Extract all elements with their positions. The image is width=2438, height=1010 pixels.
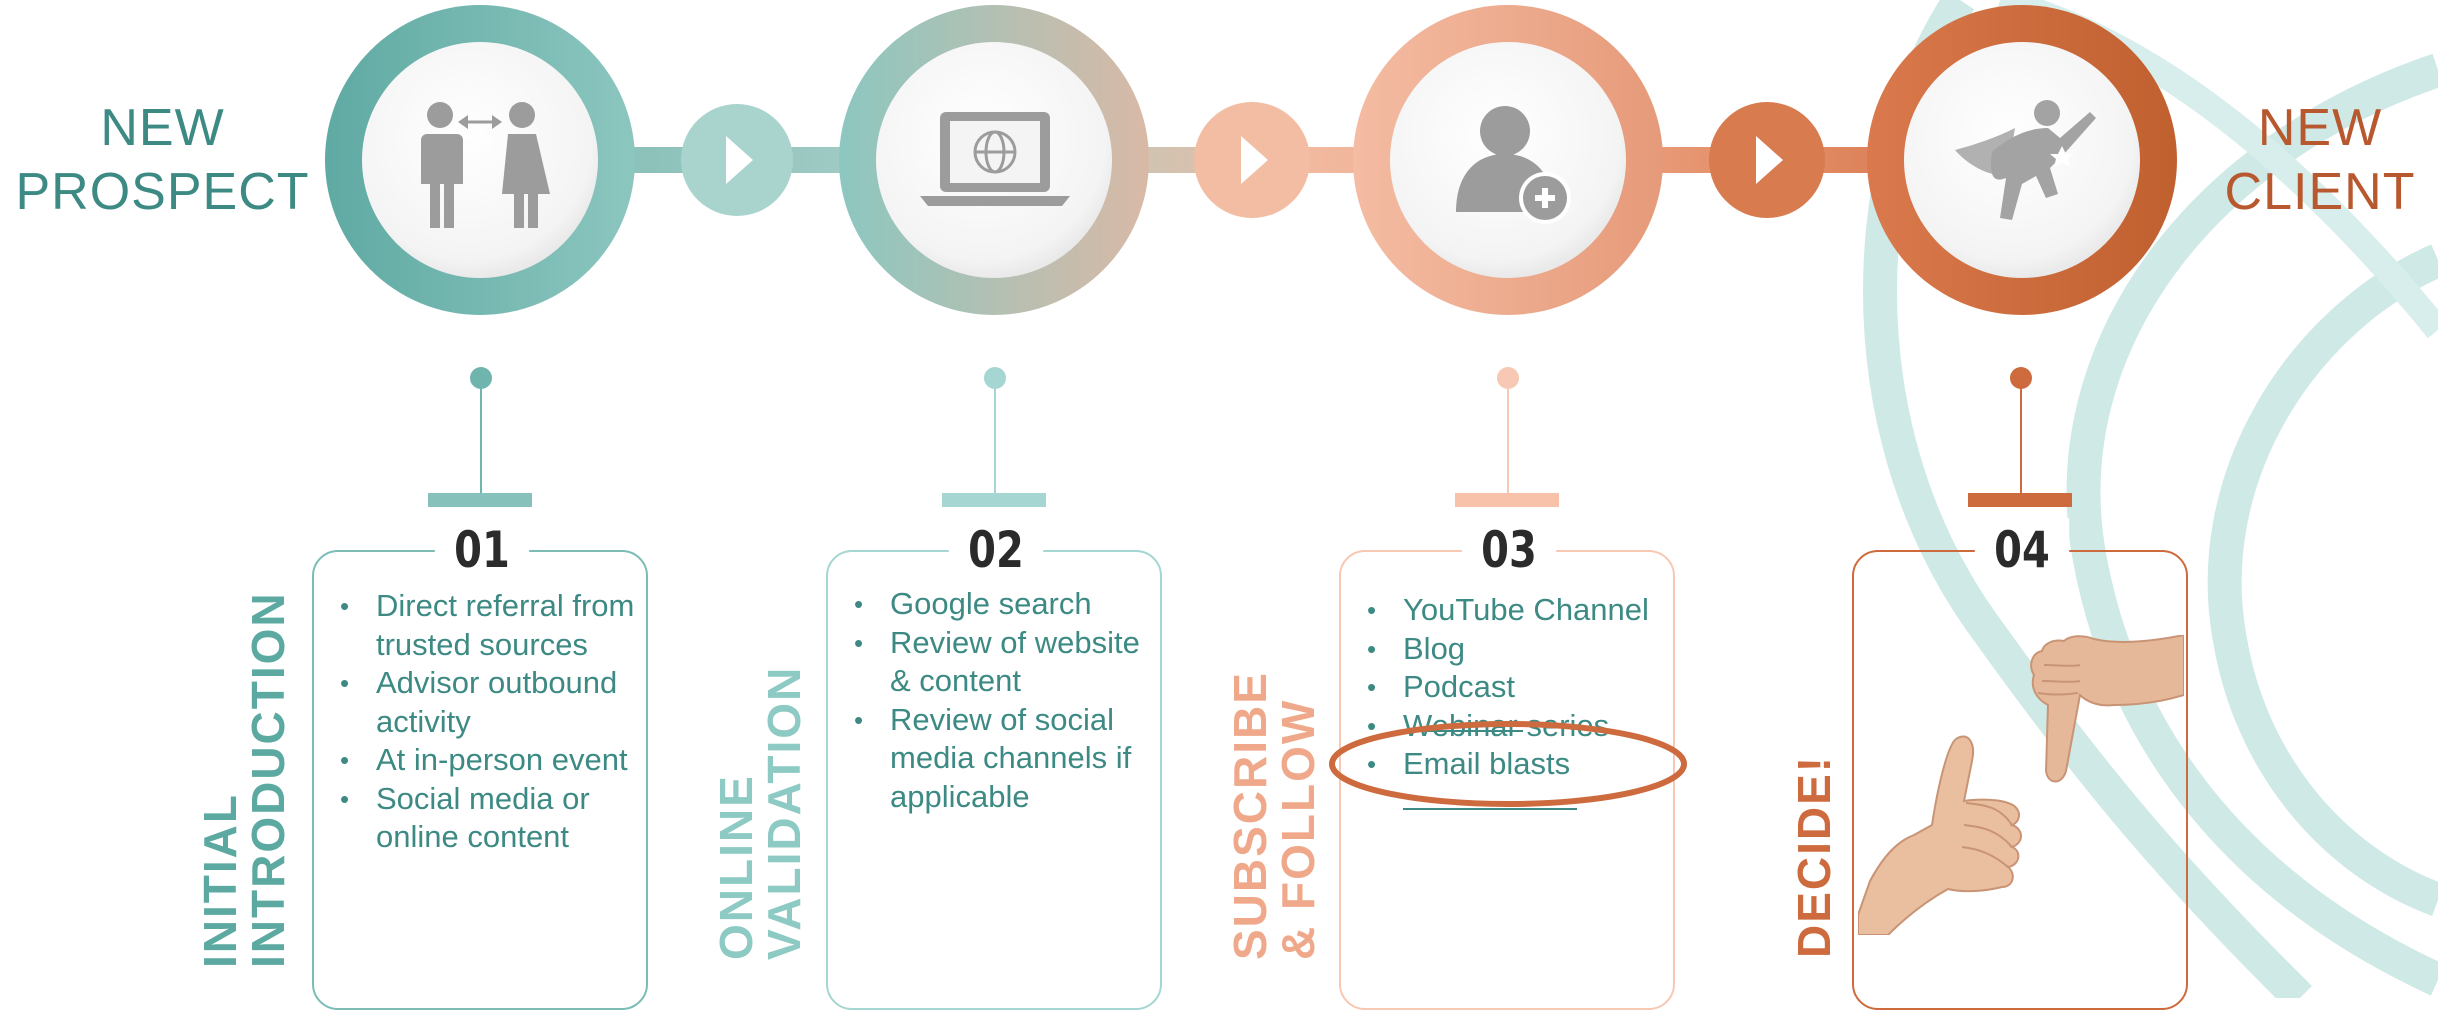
list-item-struck: Podcast bbox=[1367, 668, 1667, 707]
step-1-circle bbox=[325, 5, 635, 315]
strike-podcast bbox=[1403, 730, 1523, 732]
step-04-column: 04 bbox=[1852, 355, 2192, 1010]
list-item: Direct referral from trusted sources bbox=[340, 587, 640, 664]
step-03-title-line1: SUBSCRIBE bbox=[1224, 671, 1276, 960]
step-03-bar bbox=[1455, 493, 1559, 507]
step-04-vertical-title: DECIDE! bbox=[1788, 754, 1840, 958]
list-item-struck: Email blasts bbox=[1367, 745, 1667, 784]
step-01-column: 01 Direct referral from trusted sources … bbox=[312, 355, 652, 1010]
list-item: At in-person event bbox=[340, 741, 640, 780]
step-01-vertical-title: INITIAL INTRODUCTION bbox=[194, 591, 294, 968]
step-02-column: 02 Google search Review of website & con… bbox=[826, 355, 1166, 1010]
step-01-list: Direct referral from trusted sources Adv… bbox=[340, 587, 640, 857]
two-people-exchange-icon bbox=[421, 102, 550, 228]
step-03-title-line2: & FOLLOW bbox=[1272, 698, 1324, 960]
step-04-bar bbox=[1968, 493, 2072, 507]
connector-2 bbox=[1194, 102, 1310, 218]
step-02-bar bbox=[942, 493, 1046, 507]
step-03-vertical-title: SUBSCRIBE & FOLLOW bbox=[1224, 671, 1324, 960]
step-02-number: 02 bbox=[948, 518, 1044, 582]
step-01-stem bbox=[480, 377, 482, 499]
list-item: Blog bbox=[1367, 630, 1667, 669]
end-label-line2: CLIENT bbox=[2224, 163, 2416, 221]
highlight-circle-annotation bbox=[1329, 721, 1687, 807]
list-item: Review of social media channels if appli… bbox=[854, 701, 1154, 817]
list-item: Review of website & content bbox=[854, 624, 1154, 701]
step-04-title-line1: DECIDE! bbox=[1788, 754, 1840, 958]
step-01-title-line1: INITIAL bbox=[194, 793, 246, 968]
start-label-new-prospect: NEW PROSPECT bbox=[0, 96, 325, 224]
step-04-stem bbox=[2020, 377, 2022, 499]
list-item: Social media or online content bbox=[340, 780, 640, 857]
step-02-vertical-title: ONLINE VALIDATION bbox=[710, 665, 810, 960]
list-item: Advisor outbound activity bbox=[340, 664, 640, 741]
play-arrow-icon bbox=[1241, 136, 1268, 184]
list-item: YouTube Channel bbox=[1367, 591, 1667, 630]
end-label-line1: NEW bbox=[2257, 99, 2383, 157]
step-04-number: 04 bbox=[1974, 518, 2070, 582]
step-02-title-line2: VALIDATION bbox=[758, 665, 810, 960]
step-02-title-line1: ONLINE bbox=[710, 774, 762, 960]
play-arrow-icon bbox=[726, 136, 753, 184]
step-03-number: 03 bbox=[1461, 518, 1557, 582]
step-01-number: 01 bbox=[434, 518, 530, 582]
connector-3 bbox=[1709, 102, 1825, 218]
play-arrow-icon bbox=[1756, 136, 1783, 184]
start-label-line2: PROSPECT bbox=[15, 163, 310, 221]
superhero-icon bbox=[1955, 100, 2096, 220]
add-user-icon bbox=[1456, 106, 1571, 224]
step-01-bar bbox=[428, 493, 532, 507]
connector-1 bbox=[681, 104, 793, 216]
step-01-title-line2: INTRODUCTION bbox=[242, 591, 294, 968]
step-02-list: Google search Review of website & conten… bbox=[854, 585, 1154, 816]
laptop-globe-icon bbox=[920, 112, 1070, 206]
list-item: Google search bbox=[854, 585, 1154, 624]
step-02-stem bbox=[994, 377, 996, 499]
strike-email-blasts bbox=[1403, 808, 1577, 810]
step-03-stem bbox=[1507, 377, 1509, 499]
thumbs-up-thumbs-down-image bbox=[1858, 635, 2184, 935]
step-03-column: 03 YouTube Channel Blog Podcast Webinar … bbox=[1339, 355, 1679, 1010]
start-label-line1: NEW bbox=[100, 99, 225, 157]
end-label-new-client: NEW CLIENT bbox=[2205, 96, 2435, 224]
